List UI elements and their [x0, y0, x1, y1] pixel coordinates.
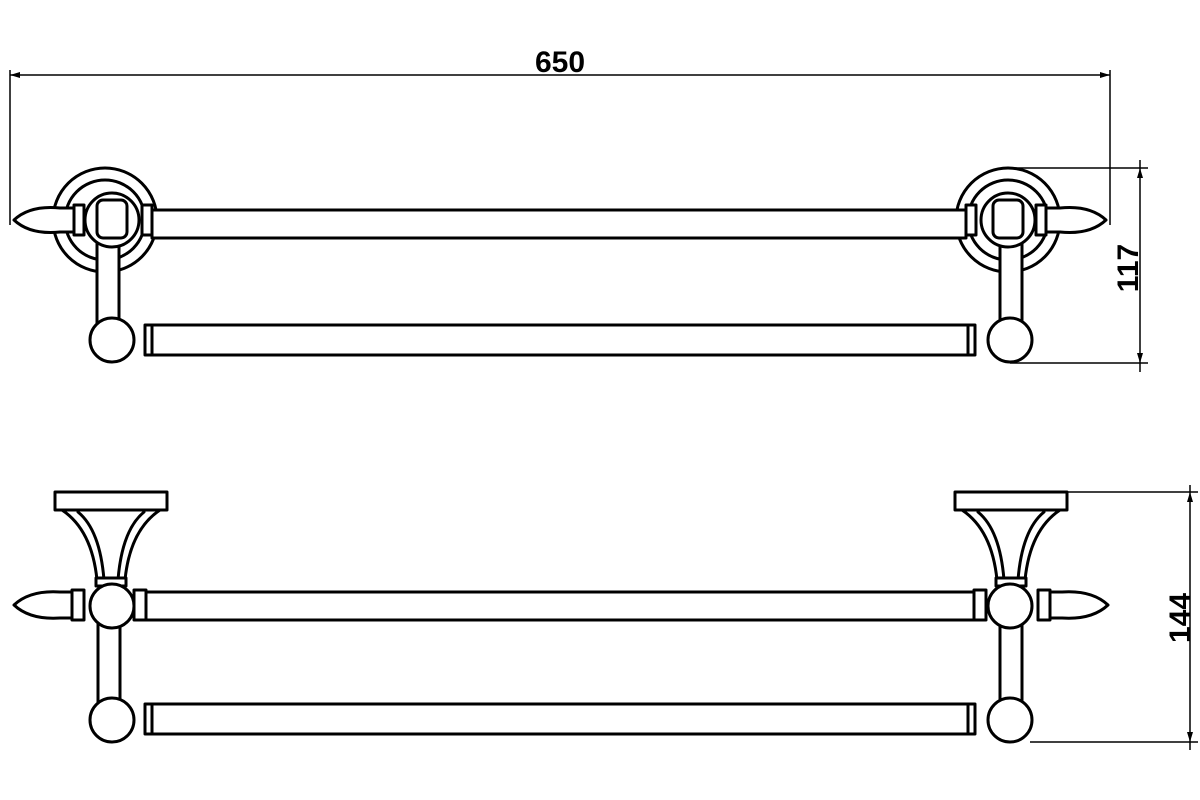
- top-view-lower-bar: [88, 316, 1034, 364]
- left-bracket: [12, 490, 169, 712]
- width-dimension: 650: [9, 46, 1111, 225]
- top-view: 650: [9, 46, 1148, 372]
- depth-dimension: 117: [1010, 160, 1148, 372]
- left-wall-mount: [12, 166, 159, 337]
- front-view: 144: [12, 485, 1198, 750]
- front-view-lower-bar: [88, 696, 1034, 744]
- width-dimension-label: 650: [535, 46, 585, 79]
- right-wall-mount: [954, 166, 1108, 337]
- height-dimension: 144: [1030, 485, 1198, 750]
- height-dimension-label: 144: [1164, 593, 1197, 643]
- top-view-upper-bar: [150, 208, 968, 240]
- right-bracket: [953, 490, 1110, 712]
- depth-dimension-label: 117: [1112, 244, 1145, 292]
- front-view-upper-bar: [144, 590, 976, 622]
